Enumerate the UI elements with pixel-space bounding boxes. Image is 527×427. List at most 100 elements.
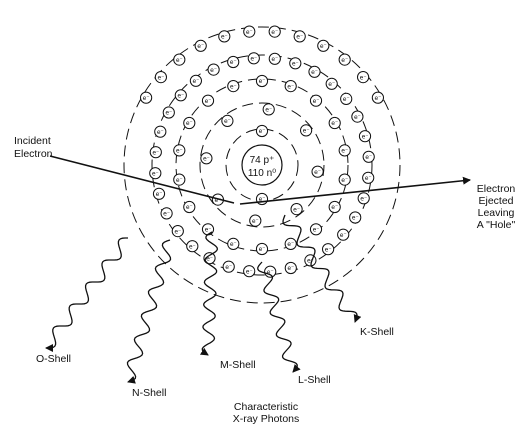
electron-l-shell: e⁻ xyxy=(301,125,312,136)
electron-symbol: e⁻ xyxy=(331,204,338,211)
electron-l-shell: e⁻ xyxy=(250,215,261,226)
electron-n-shell: e⁻ xyxy=(223,261,234,272)
electron-m-shell: e⁻ xyxy=(228,238,239,249)
electron-n-shell: e⁻ xyxy=(350,212,361,223)
electron-symbol: e⁻ xyxy=(224,118,231,125)
electron-symbol: e⁻ xyxy=(259,128,266,135)
nucleus-protons: 74 p⁺ xyxy=(250,155,275,166)
electron-symbol: e⁻ xyxy=(252,218,259,225)
ejected-label-line2: Ejected xyxy=(478,195,513,207)
electron-symbol: e⁻ xyxy=(156,191,163,198)
electron-m-shell: e⁻ xyxy=(202,224,213,235)
electron-l-shell: e⁻ xyxy=(222,115,233,126)
electron-symbol: e⁻ xyxy=(203,156,210,163)
ejected-electron-arrow xyxy=(240,180,470,204)
electron-symbol: e⁻ xyxy=(292,61,299,68)
electron-o-shell: e⁻ xyxy=(174,54,185,65)
electron-symbol: e⁻ xyxy=(352,215,359,222)
electron-symbol: e⁻ xyxy=(331,120,338,127)
electron-n-shell: e⁻ xyxy=(352,111,363,122)
electron-n-shell: e⁻ xyxy=(153,188,164,199)
electron-symbol: e⁻ xyxy=(360,196,367,203)
electron-symbol: e⁻ xyxy=(197,43,204,50)
electron-symbol: e⁻ xyxy=(311,69,318,76)
electron-m-shell: e⁻ xyxy=(184,201,195,212)
electron-symbol: e⁻ xyxy=(287,241,294,248)
o-shell-label: O-Shell xyxy=(36,353,71,365)
electron-m-shell: e⁻ xyxy=(228,81,239,92)
photons-label-line1: Characteristic xyxy=(234,401,298,413)
electron-symbol: e⁻ xyxy=(360,74,367,81)
electron-m-shell: e⁻ xyxy=(339,174,350,185)
electron-n-shell: e⁻ xyxy=(248,53,259,64)
electron-n-shell: e⁻ xyxy=(228,56,239,67)
electron-symbol: e⁻ xyxy=(293,206,300,213)
electron-symbol: e⁻ xyxy=(246,29,253,36)
electron-symbol: e⁻ xyxy=(303,128,310,135)
electron-symbol: e⁻ xyxy=(205,98,212,105)
electron-m-shell: e⁻ xyxy=(256,75,267,86)
electron-n-shell: e⁻ xyxy=(190,75,201,86)
electron-n-shell: e⁻ xyxy=(265,266,276,277)
electron-symbol: e⁻ xyxy=(320,43,327,50)
ejected-label-line4: A "Hole" xyxy=(477,219,516,231)
electron-l-shell: e⁻ xyxy=(291,204,302,215)
electron-symbol: e⁻ xyxy=(365,154,372,161)
electron-n-shell: e⁻ xyxy=(341,93,352,104)
electron-n-shell: e⁻ xyxy=(358,193,369,204)
electron-n-shell: e⁻ xyxy=(326,78,337,89)
electron-m-shell: e⁻ xyxy=(174,145,185,156)
electron-symbol: e⁻ xyxy=(313,227,320,234)
electron-n-shell: e⁻ xyxy=(150,168,161,179)
electron-o-shell: e⁻ xyxy=(244,26,255,37)
electron-n-shell: e⁻ xyxy=(244,266,255,277)
electron-symbol: e⁻ xyxy=(246,268,253,275)
n-shell-label: N-Shell xyxy=(132,387,166,399)
electron-symbol: e⁻ xyxy=(341,57,348,64)
electron-symbol: e⁻ xyxy=(221,34,228,41)
electron-o-shell: e⁻ xyxy=(339,54,350,65)
electron-symbol: e⁻ xyxy=(174,228,181,235)
electron-o-shell: e⁻ xyxy=(318,40,329,51)
electron-symbol: e⁻ xyxy=(210,67,217,74)
electron-symbol: e⁻ xyxy=(157,74,164,81)
electron-m-shell: e⁻ xyxy=(202,95,213,106)
electron-symbol: e⁻ xyxy=(157,129,164,136)
electron-symbol: e⁻ xyxy=(265,107,272,114)
electron-n-shell: e⁻ xyxy=(363,172,374,183)
electron-m-shell: e⁻ xyxy=(329,117,340,128)
ejected-label-line1: Electron xyxy=(477,183,516,195)
electron-n-shell: e⁻ xyxy=(269,53,280,64)
photon-wave-l-shell xyxy=(258,262,297,372)
electron-o-shell: e⁻ xyxy=(372,92,383,103)
electron-symbol: e⁻ xyxy=(250,56,257,63)
electron-o-shell: e⁻ xyxy=(358,72,369,83)
electron-k-shell: e⁻ xyxy=(256,193,267,204)
electron-symbol: e⁻ xyxy=(365,175,372,182)
electron-symbol: e⁻ xyxy=(189,243,196,250)
electron-symbol: e⁻ xyxy=(230,83,237,90)
electron-n-shell: e⁻ xyxy=(175,90,186,101)
electron-m-shell: e⁻ xyxy=(256,243,267,254)
electron-m-shell: e⁻ xyxy=(174,174,185,185)
electron-o-shell: e⁻ xyxy=(269,26,280,37)
electron-n-shell: e⁻ xyxy=(172,226,183,237)
electron-n-shell: e⁻ xyxy=(285,262,296,273)
electron-symbol: e⁻ xyxy=(230,241,237,248)
electron-n-shell: e⁻ xyxy=(290,58,301,69)
ejected-label-line3: Leaving xyxy=(478,207,515,219)
electron-symbol: e⁻ xyxy=(225,264,232,271)
electron-symbol: e⁻ xyxy=(287,265,294,272)
electron-symbol: e⁻ xyxy=(343,96,350,103)
electron-symbol: e⁻ xyxy=(143,95,150,102)
m-shell-label: M-Shell xyxy=(220,359,256,371)
electron-m-shell: e⁻ xyxy=(285,238,296,249)
electron-symbol: e⁻ xyxy=(287,83,294,90)
electron-symbol: e⁻ xyxy=(176,57,183,64)
electron-symbol: e⁻ xyxy=(259,246,266,253)
electron-n-shell: e⁻ xyxy=(155,126,166,137)
electron-symbol: e⁻ xyxy=(186,120,193,127)
electron-symbol: e⁻ xyxy=(230,59,237,66)
